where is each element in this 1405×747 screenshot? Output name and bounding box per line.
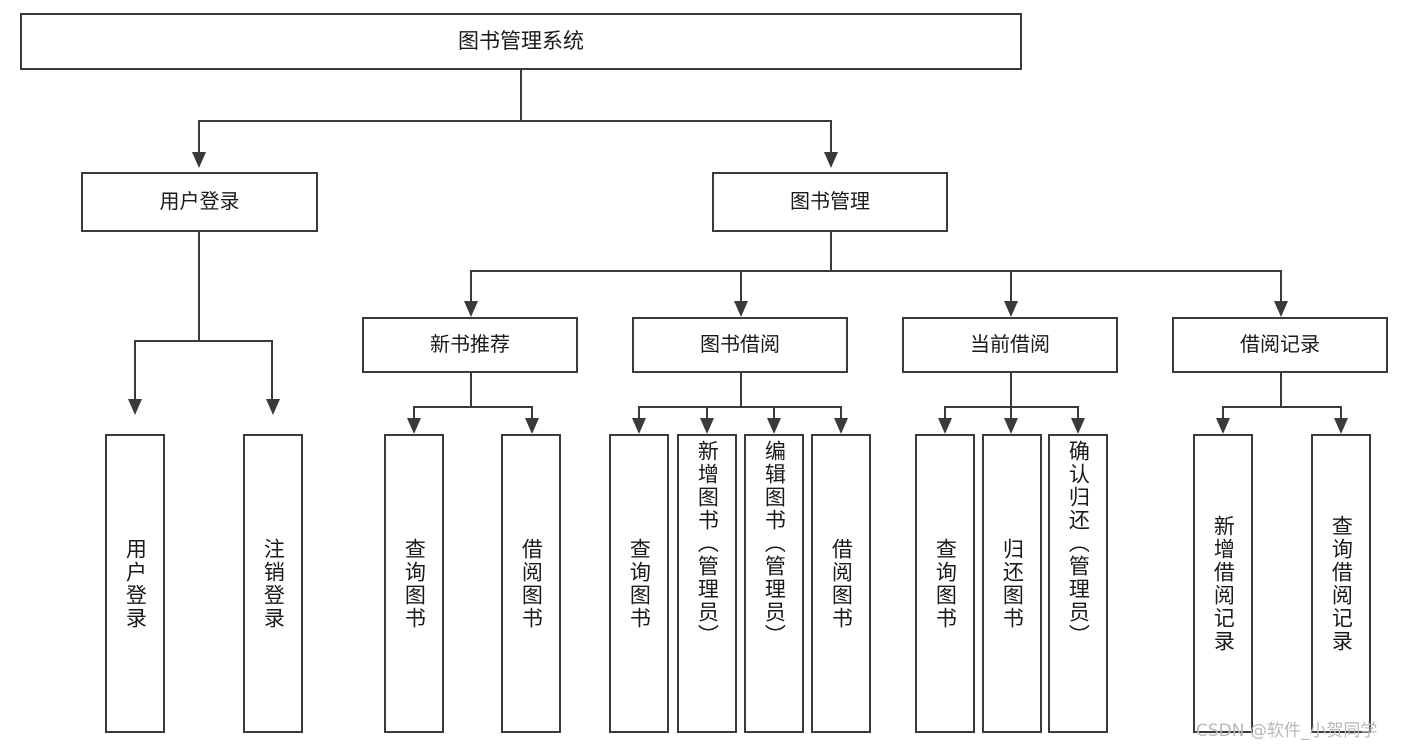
leaf-confirm-return-label: 确认归还（管理员） <box>1066 440 1091 647</box>
connector-current-borrow-drop-2 <box>1010 406 1012 420</box>
connector-root-drop-1 <box>198 120 200 153</box>
connector-new-book-drop-1 <box>413 406 415 420</box>
arrow-to-leaf-query-record <box>1334 418 1348 434</box>
arrow-to-book-borrow <box>734 301 748 317</box>
connector-book-manage-drop-3 <box>1010 270 1012 302</box>
connector-current-borrow-stem <box>1010 373 1012 407</box>
leaf-query-book-3-label: 查询图书 <box>933 537 958 630</box>
connector-book-manage-bus <box>470 270 1282 272</box>
node-root-label: 图书管理系统 <box>458 29 584 54</box>
node-user-login[interactable]: 用户登录 <box>81 172 318 232</box>
leaf-query-book-2-label: 查询图书 <box>627 537 652 630</box>
leaf-borrow-book-1-label: 借阅图书 <box>519 537 544 630</box>
connector-root-drop-2 <box>830 120 832 153</box>
connector-book-borrow-bus <box>638 406 842 408</box>
arrow-to-leaf-query-book-1 <box>407 418 421 434</box>
connector-book-borrow-drop-1 <box>638 406 640 420</box>
arrow-to-new-book-recommend <box>464 301 478 317</box>
leaf-query-book-3[interactable]: 查询图书 <box>915 434 975 733</box>
node-new-book-recommend-label: 新书推荐 <box>430 332 510 357</box>
connector-book-borrow-drop-4 <box>840 406 842 420</box>
leaf-query-record[interactable]: 查询借阅记录 <box>1311 434 1371 733</box>
leaf-user-login-label: 用户登录 <box>123 537 148 630</box>
node-book-borrow-label: 图书借阅 <box>700 332 780 357</box>
connector-borrow-record-bus <box>1222 406 1342 408</box>
leaf-borrow-book-2-label: 借阅图书 <box>829 537 854 630</box>
arrow-to-leaf-return-book <box>1004 418 1018 434</box>
leaf-query-book-2[interactable]: 查询图书 <box>609 434 669 733</box>
arrow-to-leaf-add-record <box>1216 418 1230 434</box>
node-user-login-label: 用户登录 <box>159 189 240 214</box>
connector-user-login-drop-1 <box>134 340 136 400</box>
arrow-to-leaf-edit-book <box>767 418 781 434</box>
connector-new-book-bus <box>413 406 533 408</box>
leaf-borrow-book-2[interactable]: 借阅图书 <box>811 434 871 733</box>
connector-new-book-stem <box>470 373 472 407</box>
csdn-watermark: CSDN @软件_小贺同学 <box>1196 721 1378 741</box>
connector-book-borrow-drop-2 <box>706 406 708 420</box>
arrow-to-leaf-query-book-2 <box>632 418 646 434</box>
arrow-to-user-login <box>192 152 206 168</box>
connector-user-login-drop-2 <box>271 340 273 400</box>
connector-new-book-drop-2 <box>531 406 533 420</box>
connector-borrow-record-drop-1 <box>1222 406 1224 420</box>
arrow-to-leaf-borrow-book-1 <box>525 418 539 434</box>
leaf-return-book[interactable]: 归还图书 <box>982 434 1042 733</box>
leaf-query-record-label: 查询借阅记录 <box>1329 514 1354 653</box>
node-book-manage-label: 图书管理 <box>790 189 870 214</box>
connector-book-manage-drop-2 <box>740 270 742 302</box>
connector-book-manage-drop-4 <box>1280 270 1282 302</box>
arrow-to-leaf-add-book <box>700 418 714 434</box>
node-book-borrow[interactable]: 图书借阅 <box>632 317 848 373</box>
node-current-borrow[interactable]: 当前借阅 <box>902 317 1118 373</box>
connector-root-bus <box>198 120 832 122</box>
node-borrow-record[interactable]: 借阅记录 <box>1172 317 1388 373</box>
leaf-user-login[interactable]: 用户登录 <box>105 434 165 733</box>
leaf-edit-book[interactable]: 编辑图书（管理员） <box>744 434 804 733</box>
node-borrow-record-label: 借阅记录 <box>1240 332 1320 357</box>
connector-user-login-stem <box>198 232 200 341</box>
leaf-add-record-label: 新增借阅记录 <box>1211 514 1236 653</box>
connector-current-borrow-drop-3 <box>1077 406 1079 420</box>
arrow-to-leaf-user-login <box>128 399 142 415</box>
connector-borrow-record-drop-2 <box>1340 406 1342 420</box>
arrow-to-leaf-borrow-book-2 <box>834 418 848 434</box>
leaf-add-book-label: 新增图书（管理员） <box>695 440 720 647</box>
leaf-logout-login[interactable]: 注销登录 <box>243 434 303 733</box>
node-new-book-recommend[interactable]: 新书推荐 <box>362 317 578 373</box>
leaf-logout-login-label: 注销登录 <box>261 537 286 630</box>
arrow-to-borrow-record <box>1274 301 1288 317</box>
arrow-to-leaf-logout-login <box>266 399 280 415</box>
leaf-add-record[interactable]: 新增借阅记录 <box>1193 434 1253 733</box>
node-root[interactable]: 图书管理系统 <box>20 13 1022 70</box>
connector-borrow-record-stem <box>1280 373 1282 407</box>
node-book-manage[interactable]: 图书管理 <box>712 172 948 232</box>
connector-book-manage-stem <box>830 232 832 271</box>
leaf-add-book[interactable]: 新增图书（管理员） <box>677 434 737 733</box>
connector-root-stem <box>520 70 522 121</box>
leaf-confirm-return[interactable]: 确认归还（管理员） <box>1048 434 1108 733</box>
connector-book-borrow-drop-3 <box>773 406 775 420</box>
connector-user-login-bus <box>134 340 272 342</box>
arrow-to-current-borrow <box>1004 301 1018 317</box>
leaf-borrow-book-1[interactable]: 借阅图书 <box>501 434 561 733</box>
leaf-query-book-1[interactable]: 查询图书 <box>384 434 444 733</box>
leaf-return-book-label: 归还图书 <box>1000 537 1025 630</box>
arrow-to-leaf-query-book-3 <box>938 418 952 434</box>
leaf-query-book-1-label: 查询图书 <box>402 537 427 630</box>
arrow-to-leaf-confirm-return <box>1071 418 1085 434</box>
connector-book-manage-drop-1 <box>470 270 472 302</box>
connector-book-borrow-stem <box>740 373 742 407</box>
node-current-borrow-label: 当前借阅 <box>970 332 1050 357</box>
connector-current-borrow-drop-1 <box>944 406 946 420</box>
leaf-edit-book-label: 编辑图书（管理员） <box>762 440 787 647</box>
arrow-to-book-manage <box>824 152 838 168</box>
